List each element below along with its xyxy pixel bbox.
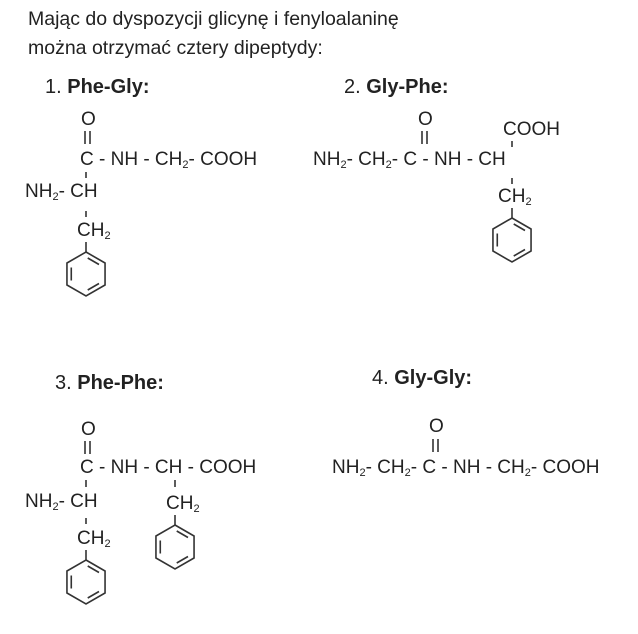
main-chain-3: C - NH - CH - COOH: [80, 457, 257, 478]
oxygen: O: [429, 416, 444, 437]
amine-group-3: NH2- CH: [25, 491, 98, 513]
label-phe-phe: 3. Phe-Phe:: [55, 372, 164, 394]
double-bond: [176, 555, 189, 564]
single-bonds: [85, 141, 513, 560]
benzene-ring-icon: [66, 559, 106, 605]
label-gly-phe: 2. Gly-Phe:: [344, 76, 449, 98]
intro-line-2: można otrzymać cztery dipeptydy:: [28, 37, 323, 59]
side-ch2-3b: CH2: [166, 493, 200, 515]
double-bond: [87, 565, 100, 574]
side-ch2-2: CH2: [498, 186, 532, 208]
side-ch2-3a: CH2: [77, 528, 111, 550]
double-bond: [513, 223, 526, 232]
double-bond: [84, 131, 439, 454]
benzene-ring-icon: [155, 524, 195, 570]
side-ch2-1: CH2: [77, 220, 111, 242]
benzene-ring-icon: [66, 251, 106, 297]
oxygen: O: [81, 419, 96, 440]
cooh-group: COOH: [503, 119, 560, 140]
main-chain-4: NH2- CH2- C - NH - CH2- COOH: [332, 457, 600, 479]
double-bond: [513, 248, 526, 257]
amine-group-1: NH2- CH: [25, 181, 98, 203]
label-gly-gly: 4. Gly-Gly:: [372, 367, 473, 389]
double-bond: [87, 257, 100, 266]
double-bond: [176, 530, 189, 539]
oxygen: O: [81, 109, 96, 130]
label-phe-gly: 1. Phe-Gly:: [45, 76, 150, 98]
main-chain-2: NH2- CH2- C - NH - CH: [313, 149, 506, 171]
main-chain-1: C - NH - CH2- COOH: [80, 149, 258, 171]
double-bond: [87, 282, 100, 291]
benzene-ring-icon: [492, 217, 532, 263]
double-bond: [87, 590, 100, 599]
oxygen: O: [418, 109, 433, 130]
intro-line-1: Mając do dyspozycji glicynę i fenyloalan…: [28, 8, 399, 30]
